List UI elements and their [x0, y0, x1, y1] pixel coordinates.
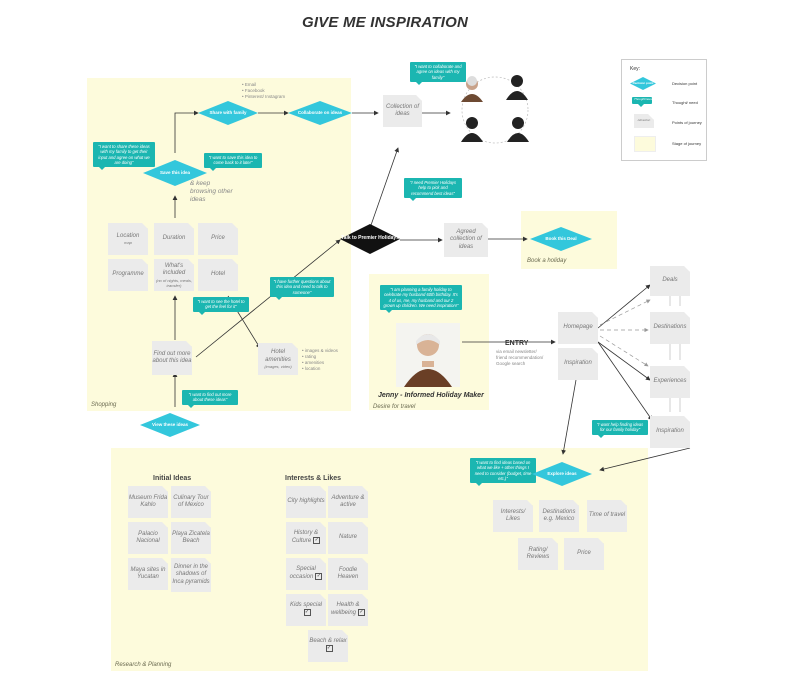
homepage-card[interactable]: Homepage	[558, 312, 598, 344]
time-of-travel-card[interactable]: Time of travel	[587, 500, 627, 532]
key-thought-label: Thought/ need	[672, 100, 698, 105]
bubble-questions: "I have further questions about this ide…	[270, 277, 334, 300]
share-with-family-diamond[interactable]: Share with family	[198, 101, 258, 125]
bubble-help-find: "I want help finding ideas for our famil…	[592, 420, 648, 437]
initial-idea-card[interactable]: Playa Zicatela Beach	[171, 522, 211, 554]
key-title: Key:	[630, 66, 641, 72]
person-photo-icon	[459, 76, 485, 102]
like-card[interactable]: Foodie Heaven	[328, 558, 368, 590]
initial-idea-card[interactable]: Palacio Nacional	[128, 522, 168, 554]
initial-ideas-heading: Initial Ideas	[153, 475, 192, 482]
rating-card[interactable]: Rating/ Reviews	[518, 538, 558, 570]
find-out-more-card: Find out more about this idea	[152, 341, 192, 375]
duration-card: Duration	[154, 223, 194, 255]
like-card[interactable]: Beach & relax✓	[308, 630, 348, 662]
checkbox-icon[interactable]: ✓	[304, 609, 310, 616]
like-card[interactable]: Adventure & active	[328, 486, 368, 518]
legend-key: Key: Decision point Decision point Thoug…	[621, 59, 707, 161]
key-decision-diamond: Decision point	[630, 77, 656, 90]
inspiration-page-card[interactable]: Inspiration	[650, 416, 690, 448]
view-ideas-diamond[interactable]: View these ideas	[140, 413, 200, 437]
initial-idea-card[interactable]: Dinner in the shadows of Inca pyramids	[171, 558, 211, 592]
hotel-amenities-card: Hotel amenities(images, video)	[258, 343, 298, 375]
like-card[interactable]: Special occasion✓	[286, 558, 326, 590]
interests-heading: Interests & Likes	[285, 475, 342, 482]
talk-to-premier-diamond[interactable]: Talk to Premier Holidays	[340, 224, 400, 254]
like-card[interactable]: Health & wellbeing✓	[328, 594, 368, 626]
programme-card: Programme	[108, 259, 148, 291]
initial-idea-card[interactable]: Culinary Tour of Mexico	[171, 486, 211, 518]
price-card: Price	[198, 223, 238, 255]
person-icon	[505, 74, 529, 100]
persona-photo-icon	[396, 323, 460, 387]
initial-idea-card[interactable]: Museum Frida Kahlo	[128, 486, 168, 518]
interests-card[interactable]: Interests/ Likes	[493, 500, 533, 532]
checkbox-icon[interactable]: ✓	[316, 573, 321, 580]
persona-name: Jenny - Informed Holiday Maker	[378, 392, 484, 399]
key-stage-swatch	[634, 136, 656, 152]
like-card[interactable]: History & Culture✓	[286, 522, 326, 554]
zone-label-shopping: Shopping	[91, 402, 117, 408]
zone-label-research: Research & Planning	[115, 662, 172, 668]
zone-label-book: Book a holiday	[527, 258, 567, 264]
bubble-collaborate: "I want to collaborate and agree on idea…	[410, 62, 466, 85]
entry-label: ENTRY	[505, 340, 529, 347]
collection-card: Collection of ideas	[383, 95, 422, 127]
entry-sources: via email newsletter/ friend recommendat…	[496, 349, 544, 366]
bubble-find-out: "I want to find out more about these ide…	[182, 390, 238, 407]
inspiration-card[interactable]: Inspiration	[558, 348, 598, 380]
agreed-collection-card: Agreed collection of ideas	[444, 223, 488, 257]
bubble-find-ideas: "I want to find ideas based on what we l…	[470, 458, 536, 486]
bubble-share: "I want to share these ideas with my fam…	[93, 142, 155, 170]
hotel-details-list: • images & videos • rating • amenities •…	[302, 348, 338, 371]
channel-list: • Email • Facebook • Pinterest/ Instagra…	[242, 82, 286, 99]
like-card[interactable]: Kids special✓	[286, 594, 326, 626]
key-decision-label: Decision point	[672, 81, 698, 86]
person-icon	[460, 116, 484, 142]
zone-label-desire: Desire for travel	[373, 404, 416, 410]
keep-browsing-note: & keep browsing other ideas	[190, 180, 233, 204]
destinations-card[interactable]: Destinations	[650, 312, 690, 344]
like-card[interactable]: Nature	[328, 522, 368, 554]
deals-card[interactable]: Deals	[650, 266, 690, 296]
checkbox-icon[interactable]: ✓	[326, 645, 332, 652]
experiences-card[interactable]: Experiences	[650, 366, 690, 398]
initial-idea-card[interactable]: Maya sites in Yucatan	[128, 558, 168, 590]
key-points-label: Points of journey	[672, 120, 702, 125]
like-card[interactable]: City highlights	[286, 486, 326, 518]
checkbox-icon[interactable]: ✓	[314, 537, 319, 544]
book-deal-diamond[interactable]: Book this Deal	[530, 227, 592, 251]
key-stage-label: Stage of journey	[672, 141, 702, 146]
collaborate-diamond[interactable]: Collaborate on ideas	[288, 101, 352, 125]
bubble-help: "I need Premier Holidays help to pick an…	[404, 178, 462, 201]
page-title: GIVE ME INSPIRATION	[301, 14, 469, 31]
checkbox-icon[interactable]: ✓	[359, 609, 364, 616]
destinations-filter-card[interactable]: Destinations e.g. Mexico	[539, 500, 579, 532]
hotel-card: Hotel	[198, 259, 238, 291]
bubble-persona: "I am planning a family holiday to celeb…	[380, 285, 462, 313]
bubble-hotel: "I want to see the hotel to get the feel…	[193, 297, 249, 314]
person-icon	[506, 116, 530, 142]
key-thought-bubble: Thought/need	[632, 97, 653, 107]
key-points-card: Attraction	[634, 114, 654, 128]
whats-included-card: What's included(no of nights, meals, tra…	[154, 259, 194, 291]
explore-ideas-diamond[interactable]: Explore ideas	[532, 462, 592, 486]
price-filter-card[interactable]: Price	[564, 538, 604, 570]
bubble-save: "I want to save this idea to come back t…	[204, 153, 262, 170]
save-idea-diamond[interactable]: Save this idea	[143, 160, 207, 186]
